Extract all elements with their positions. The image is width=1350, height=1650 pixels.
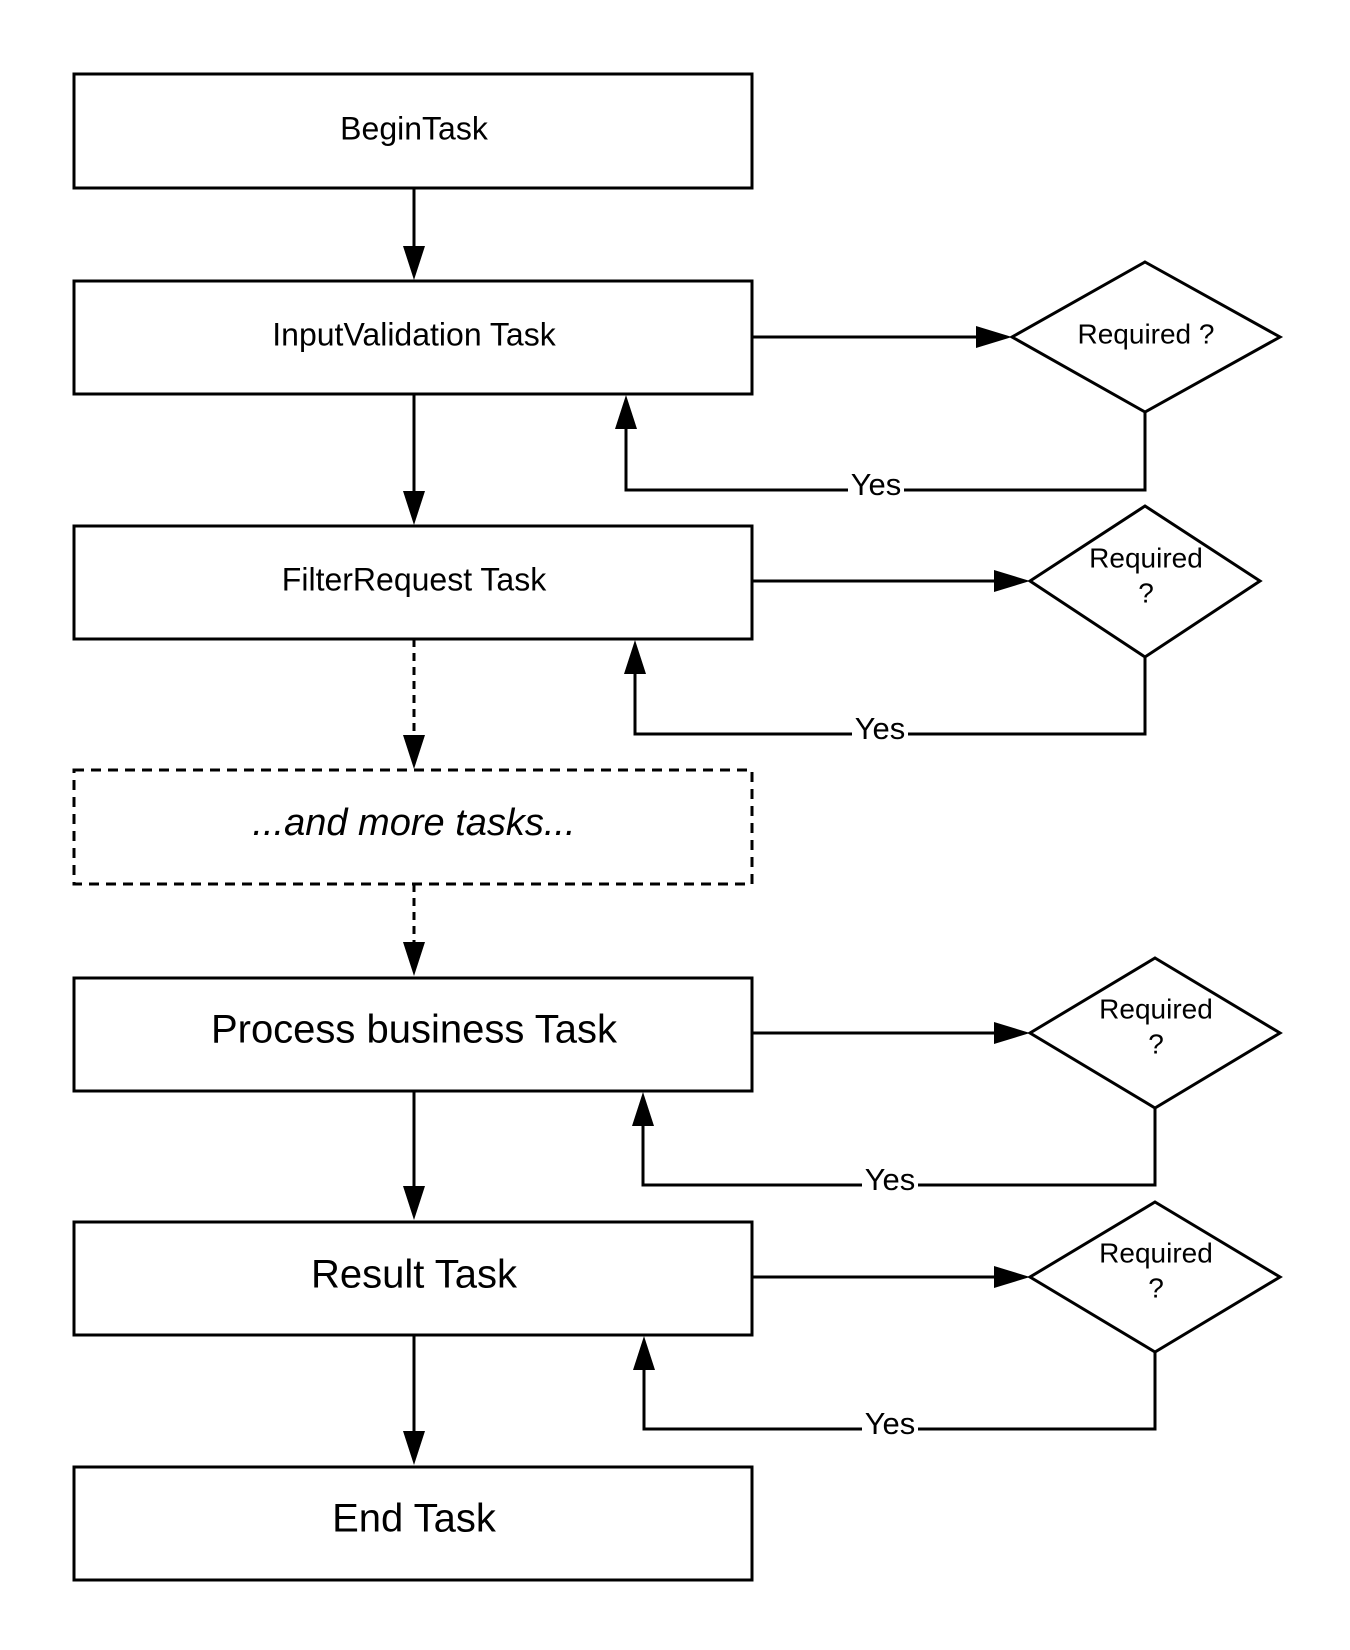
decision-label-line2: ? (1138, 577, 1154, 608)
node-label: BeginTask (340, 110, 489, 146)
decision-label: Required ? (1078, 318, 1215, 349)
node-label: ...and more tasks... (252, 802, 575, 844)
yes-loop-4: Yes (633, 1336, 1157, 1447)
decision-label-line1: Required (1089, 542, 1203, 573)
yes-loop-2: Yes (624, 640, 1147, 752)
yes-label: Yes (855, 711, 906, 746)
decision-required-2: Required ? (1027, 504, 1263, 659)
decision-label-line1: Required (1099, 993, 1213, 1024)
node-inputvalidation-task: InputValidation Task (72, 279, 754, 396)
yes-label: Yes (865, 1406, 916, 1441)
yes-loop-3: Yes (632, 1092, 1157, 1203)
node-label: InputValidation Task (272, 316, 556, 352)
connector-more-to-process (403, 884, 425, 976)
node-end-task: End Task (72, 1465, 754, 1582)
node-result-task: Result Task (72, 1220, 754, 1337)
connector-inputvalidation-to-filterrequest (403, 394, 425, 525)
decision-required-3: Required ? (1027, 956, 1283, 1110)
connector-filterrequest-to-more (403, 639, 425, 769)
node-process-business-task: Process business Task (72, 976, 754, 1093)
decision-required-4: Required ? (1027, 1200, 1283, 1354)
node-label: FilterRequest Task (282, 561, 547, 597)
decision-label-line2: ? (1148, 1028, 1164, 1059)
decision-label-line2: ? (1148, 1272, 1164, 1303)
connector-filterrequest-to-decision (752, 570, 1030, 592)
node-label: Result Task (311, 1253, 518, 1297)
connector-process-to-result (403, 1091, 425, 1220)
connector-inputvalidation-to-decision (752, 326, 1012, 348)
decision-label-line1: Required (1099, 1237, 1213, 1268)
connector-result-to-decision (752, 1266, 1030, 1288)
node-filterrequest-task: FilterRequest Task (72, 524, 754, 641)
yes-label: Yes (865, 1162, 916, 1197)
yes-label: Yes (851, 467, 902, 502)
node-label: Process business Task (211, 1008, 618, 1052)
yes-loop-1: Yes (615, 395, 1147, 508)
connector-result-to-end (403, 1335, 425, 1465)
decision-required-1: Required ? (1008, 260, 1284, 414)
node-label: End Task (332, 1497, 497, 1541)
connector-begin-to-inputvalidation (403, 188, 425, 280)
node-more-tasks: ...and more tasks... (72, 768, 754, 886)
node-begin-task: BeginTask (72, 72, 754, 190)
connector-process-to-decision (752, 1022, 1030, 1044)
